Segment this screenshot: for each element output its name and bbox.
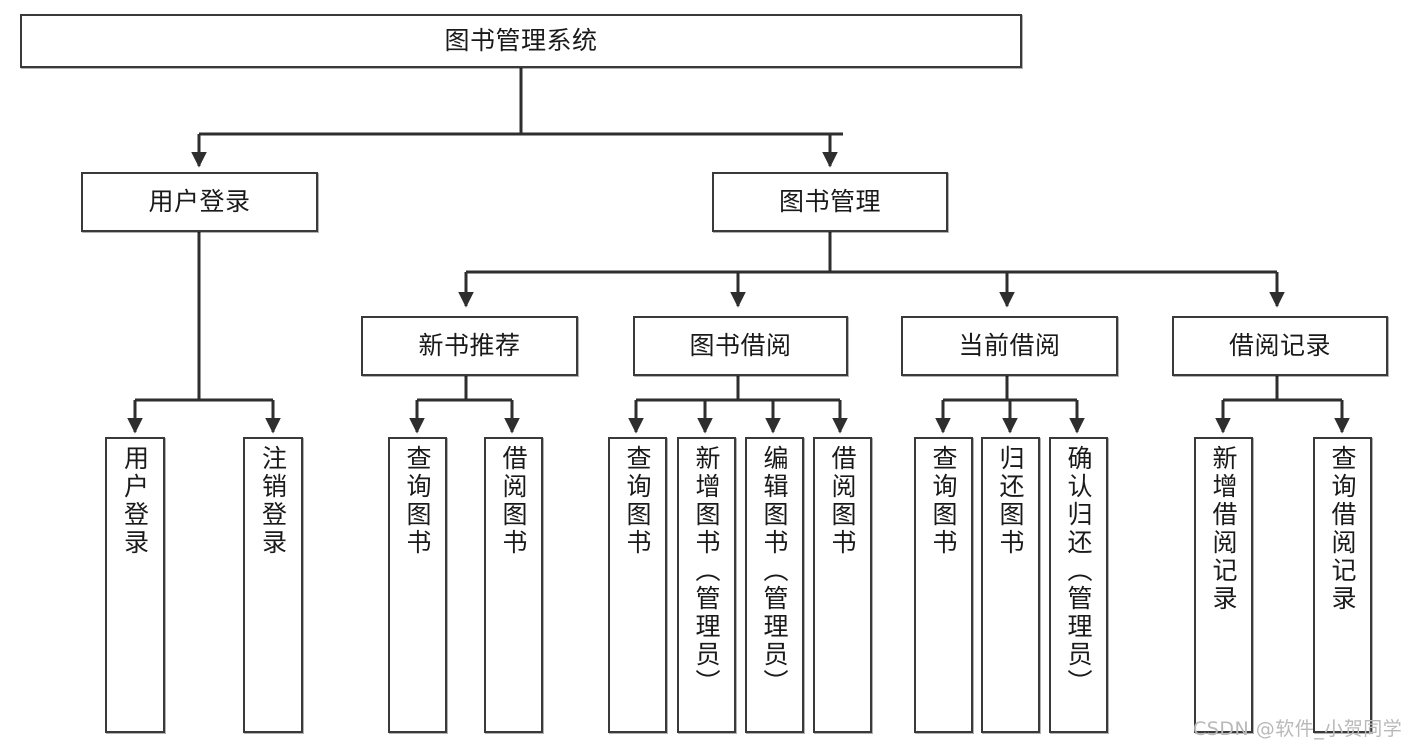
node-leaf-query-book-1[interactable]: 查询图书 bbox=[388, 437, 447, 733]
node-label: 注销登录 bbox=[258, 445, 288, 557]
csdn-watermark: CSDN @软件_小贺同学 bbox=[1193, 718, 1403, 740]
node-label: 图书借阅 bbox=[689, 331, 792, 360]
node-label: 编辑图书（管理员） bbox=[760, 445, 789, 697]
node-label: 归还图书 bbox=[996, 445, 1025, 557]
node-label: 借阅图书 bbox=[499, 445, 528, 557]
node-new-book-recommend[interactable]: 新书推荐 bbox=[361, 316, 578, 376]
node-label: 查询借阅记录 bbox=[1328, 445, 1357, 613]
node-label: 查询图书 bbox=[403, 445, 432, 557]
node-leaf-return-book[interactable]: 归还图书 bbox=[981, 437, 1040, 733]
node-book-management[interactable]: 图书管理 bbox=[712, 172, 948, 232]
node-label: 图书管理系统 bbox=[444, 26, 598, 55]
node-leaf-borrow-book-2[interactable]: 借阅图书 bbox=[813, 437, 872, 733]
node-label: 新书推荐 bbox=[418, 331, 521, 360]
node-label: 确认归还（管理员） bbox=[1064, 445, 1093, 697]
node-leaf-query-record[interactable]: 查询借阅记录 bbox=[1313, 437, 1372, 733]
node-label: 新增借阅记录 bbox=[1209, 445, 1238, 613]
node-leaf-query-book-3[interactable]: 查询图书 bbox=[914, 437, 973, 733]
node-label: 当前借阅 bbox=[958, 331, 1061, 360]
node-leaf-query-book-2[interactable]: 查询图书 bbox=[608, 437, 667, 733]
node-label: 用户登录 bbox=[120, 445, 150, 557]
node-leaf-add-record[interactable]: 新增借阅记录 bbox=[1194, 437, 1253, 733]
node-label: 借阅记录 bbox=[1228, 331, 1331, 360]
node-label: 图书管理 bbox=[778, 187, 881, 216]
node-borrow-record[interactable]: 借阅记录 bbox=[1172, 316, 1388, 376]
node-root-system[interactable]: 图书管理系统 bbox=[20, 14, 1022, 68]
node-book-borrow[interactable]: 图书借阅 bbox=[633, 316, 848, 376]
node-leaf-add-book[interactable]: 新增图书（管理员） bbox=[677, 437, 736, 733]
node-label: 用户登录 bbox=[148, 187, 251, 216]
node-leaf-edit-book[interactable]: 编辑图书（管理员） bbox=[745, 437, 804, 733]
node-leaf-borrow-book-1[interactable]: 借阅图书 bbox=[484, 437, 543, 733]
node-leaf-user-login[interactable]: 用户登录 bbox=[105, 437, 165, 733]
node-label: 借阅图书 bbox=[828, 445, 857, 557]
node-user-login[interactable]: 用户登录 bbox=[81, 172, 318, 232]
node-label: 查询图书 bbox=[623, 445, 652, 557]
node-leaf-logout[interactable]: 注销登录 bbox=[243, 437, 303, 733]
node-label: 新增图书（管理员） bbox=[692, 445, 721, 697]
node-current-borrow[interactable]: 当前借阅 bbox=[901, 316, 1118, 376]
node-label: 查询图书 bbox=[929, 445, 958, 557]
node-leaf-confirm-return[interactable]: 确认归还（管理员） bbox=[1049, 437, 1108, 733]
